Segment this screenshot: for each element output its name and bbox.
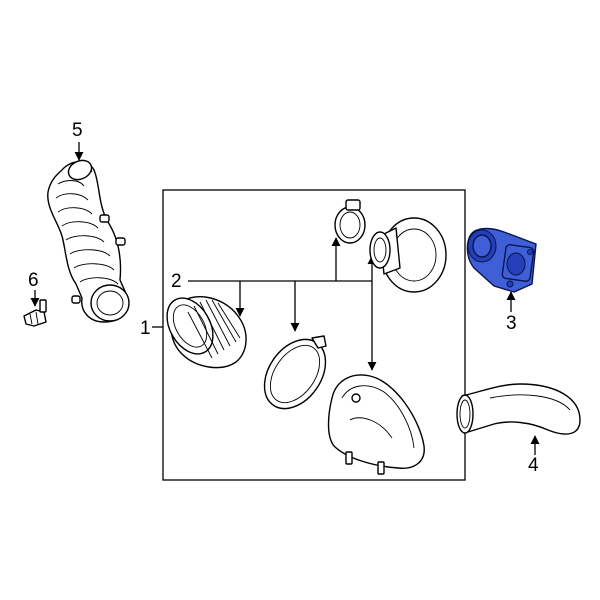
air-filter: [166, 296, 247, 369]
adapter-flange: [369, 217, 447, 293]
sensor: [23, 299, 47, 327]
leader-lines: [30, 142, 540, 455]
intake-tube: [456, 383, 581, 435]
mass-air-flow-housing-highlight: [466, 227, 537, 293]
callout-3: 3: [506, 313, 517, 334]
assembly-box: [162, 189, 466, 481]
callout-4: 4: [528, 455, 539, 476]
hose-clamp: [334, 199, 366, 244]
callout-1: 1: [140, 318, 151, 339]
callout-2: 2: [171, 271, 182, 292]
callout-5: 5: [72, 120, 83, 141]
callout-6: 6: [28, 270, 39, 291]
intake-hose: [47, 159, 130, 323]
air-cleaner-housing: [327, 374, 425, 475]
clamp-ring: [263, 335, 327, 410]
